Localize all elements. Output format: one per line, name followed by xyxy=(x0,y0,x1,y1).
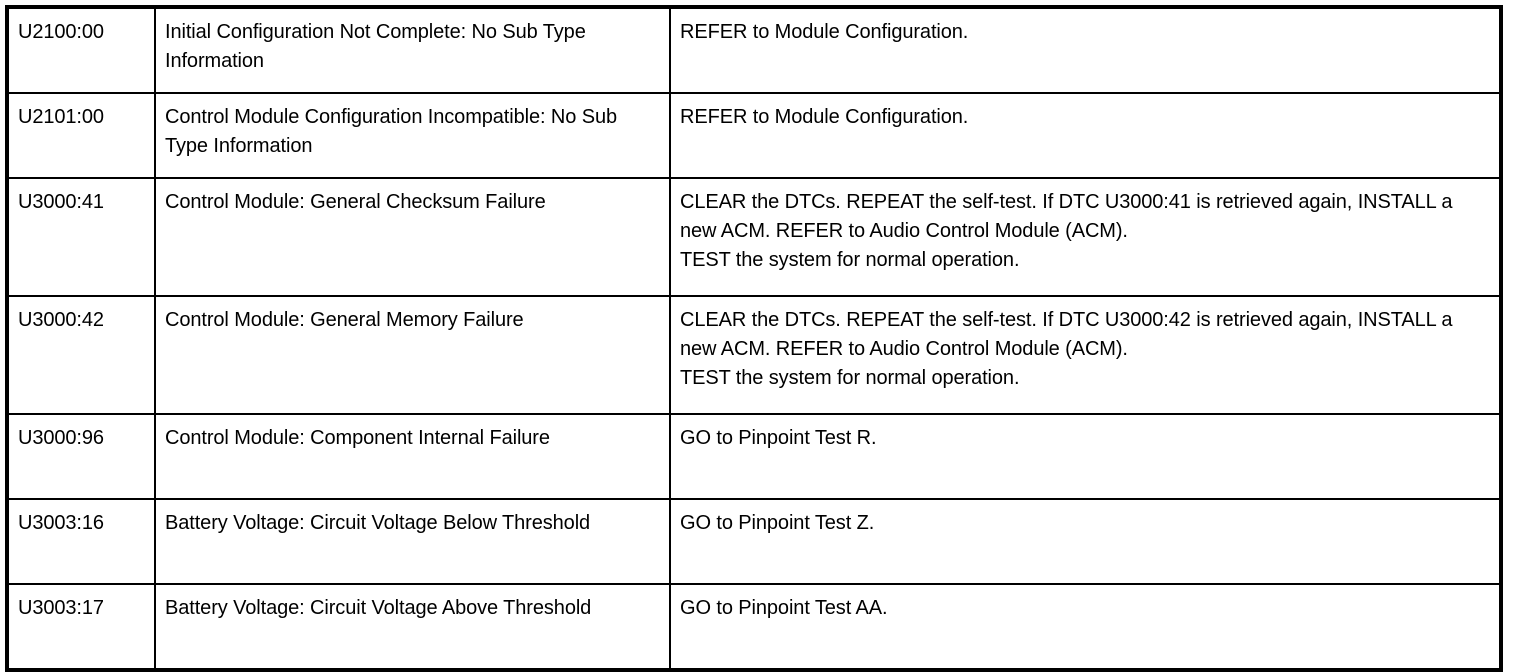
dtc-description-text: Battery Voltage: Circuit Voltage Above T… xyxy=(165,597,592,619)
dtc-code-text: U3003:16 xyxy=(18,512,104,534)
dtc-description-text: Control Module Configuration Incompatibl… xyxy=(165,106,623,157)
dtc-code-cell: U3000:42 xyxy=(7,296,156,415)
dtc-code-cell: U3000:96 xyxy=(7,414,156,500)
dtc-action-cell: CLEAR the DTCs. REPEAT the self-test. If… xyxy=(670,178,1501,297)
dtc-action-text: CLEAR the DTCs. REPEAT the self-test. If… xyxy=(680,191,1453,271)
table-row: U3003:16 Battery Voltage: Circuit Voltag… xyxy=(7,499,1501,585)
table-row: U3000:41 Control Module: General Checksu… xyxy=(7,178,1501,297)
dtc-action-text: REFER to Module Configuration. xyxy=(680,106,969,128)
table-row: U3003:17 Battery Voltage: Circuit Voltag… xyxy=(7,584,1501,670)
table-row: U2101:00 Control Module Configuration In… xyxy=(7,93,1501,179)
dtc-description-cell: Battery Voltage: Circuit Voltage Above T… xyxy=(155,584,671,670)
dtc-action-cell: GO to Pinpoint Test Z. xyxy=(670,499,1501,585)
dtc-action-text: GO to Pinpoint Test AA. xyxy=(680,597,888,619)
dtc-code-text: U3000:42 xyxy=(18,309,104,331)
dtc-action-cell: GO to Pinpoint Test AA. xyxy=(670,584,1501,670)
dtc-code-cell: U2101:00 xyxy=(7,93,156,179)
dtc-description-text: Control Module: General Checksum Failure xyxy=(165,191,546,213)
dtc-code-cell: U2100:00 xyxy=(7,7,156,94)
dtc-description-text: Control Module: General Memory Failure xyxy=(165,309,524,331)
dtc-description-cell: Control Module: General Checksum Failure xyxy=(155,178,671,297)
dtc-code-text: U3003:17 xyxy=(18,597,104,619)
dtc-code-text: U2101:00 xyxy=(18,106,104,128)
table-row: U3000:42 Control Module: General Memory … xyxy=(7,296,1501,415)
dtc-action-text: GO to Pinpoint Test Z. xyxy=(680,512,875,534)
dtc-description-text: Battery Voltage: Circuit Voltage Below T… xyxy=(165,512,591,534)
dtc-code-text: U2100:00 xyxy=(18,21,104,43)
dtc-table: U2100:00 Initial Configuration Not Compl… xyxy=(5,5,1503,672)
page: U2100:00 Initial Configuration Not Compl… xyxy=(5,5,1503,672)
dtc-description-cell: Control Module: General Memory Failure xyxy=(155,296,671,415)
dtc-action-cell: REFER to Module Configuration. xyxy=(670,7,1501,94)
dtc-table-body: U2100:00 Initial Configuration Not Compl… xyxy=(7,7,1501,670)
dtc-code-text: U3000:41 xyxy=(18,191,104,213)
dtc-description-cell: Initial Configuration Not Complete: No S… xyxy=(155,7,671,94)
dtc-action-text: CLEAR the DTCs. REPEAT the self-test. If… xyxy=(680,309,1453,389)
dtc-description-cell: Control Module Configuration Incompatibl… xyxy=(155,93,671,179)
dtc-description-text: Initial Configuration Not Complete: No S… xyxy=(165,21,592,72)
dtc-action-text: GO to Pinpoint Test R. xyxy=(680,427,877,449)
dtc-description-text: Control Module: Component Internal Failu… xyxy=(165,427,550,449)
dtc-code-cell: U3003:16 xyxy=(7,499,156,585)
dtc-description-cell: Battery Voltage: Circuit Voltage Below T… xyxy=(155,499,671,585)
table-row: U3000:96 Control Module: Component Inter… xyxy=(7,414,1501,500)
dtc-code-cell: U3000:41 xyxy=(7,178,156,297)
dtc-action-cell: REFER to Module Configuration. xyxy=(670,93,1501,179)
dtc-action-text: REFER to Module Configuration. xyxy=(680,21,969,43)
dtc-action-cell: GO to Pinpoint Test R. xyxy=(670,414,1501,500)
table-row: U2100:00 Initial Configuration Not Compl… xyxy=(7,7,1501,94)
dtc-code-cell: U3003:17 xyxy=(7,584,156,670)
dtc-action-cell: CLEAR the DTCs. REPEAT the self-test. If… xyxy=(670,296,1501,415)
dtc-description-cell: Control Module: Component Internal Failu… xyxy=(155,414,671,500)
dtc-code-text: U3000:96 xyxy=(18,427,104,449)
